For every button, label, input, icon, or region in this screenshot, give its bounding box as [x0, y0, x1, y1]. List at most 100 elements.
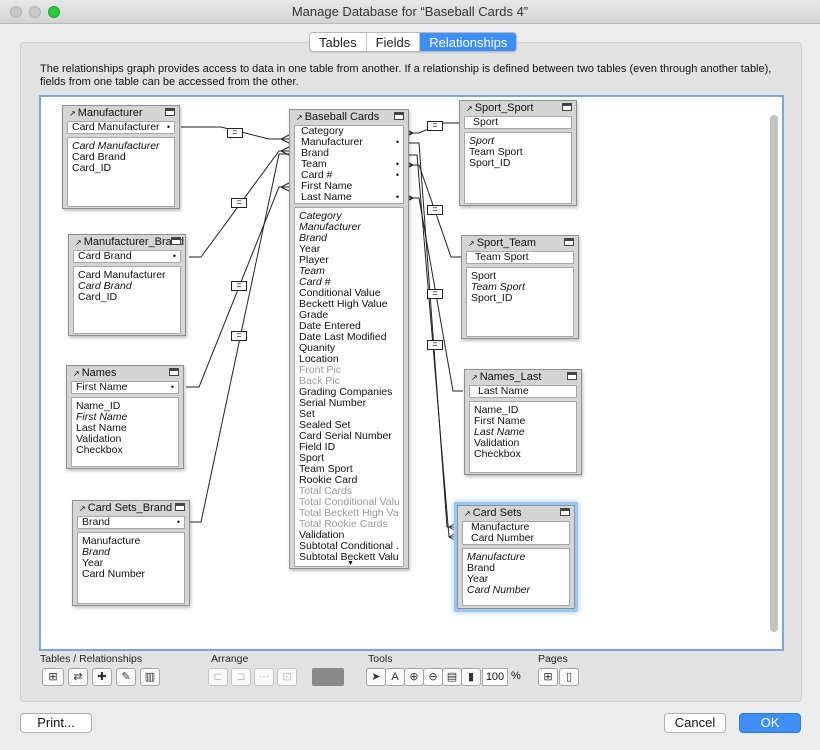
resize-button[interactable]: ⊡: [277, 668, 297, 686]
field[interactable]: Quanity: [299, 343, 336, 354]
field[interactable]: Serial Number: [299, 398, 367, 409]
field[interactable]: Player: [299, 255, 329, 266]
field[interactable]: Sport: [471, 271, 497, 282]
field[interactable]: Date Entered: [299, 321, 361, 332]
equals-operator-icon[interactable]: =: [231, 281, 247, 291]
field[interactable]: Validation: [299, 530, 345, 541]
field[interactable]: Team: [299, 266, 325, 277]
show-fields-button[interactable]: ▤: [442, 668, 462, 686]
table-menu-icon[interactable]: [171, 237, 181, 245]
field[interactable]: Card #: [299, 277, 331, 288]
field[interactable]: Manufacture: [467, 552, 526, 563]
key-field[interactable]: First Name: [301, 181, 399, 192]
key-field[interactable]: Last Name: [478, 386, 572, 397]
align-left-button[interactable]: ⊏: [208, 668, 228, 686]
field[interactable]: Grading Companies: [299, 387, 393, 398]
key-field[interactable]: Last Name: [301, 192, 399, 203]
field[interactable]: Card Manufacturer: [78, 270, 166, 281]
distribute-button[interactable]: ⋯: [254, 668, 274, 686]
equals-operator-icon[interactable]: =: [227, 128, 243, 138]
table-occurrence-card-sets[interactable]: ↗Card Sets Manufacture Card Number Manuf…: [457, 505, 575, 609]
field[interactable]: Subtotal Conditional ...: [299, 541, 399, 552]
table-occurrence-manufacturer-brand[interactable]: ↗Manufacturer_Brand Card Brand Card Manu…: [68, 234, 186, 336]
key-field[interactable]: Sport: [473, 117, 567, 128]
field[interactable]: Card Brand: [78, 281, 132, 292]
key-field[interactable]: First Name: [76, 382, 174, 393]
field[interactable]: Name_ID: [76, 401, 121, 412]
key-field[interactable]: Brand: [301, 148, 399, 159]
field[interactable]: Subtotal Beckett Value: [299, 552, 399, 563]
page-view-button[interactable]: ▯: [559, 668, 579, 686]
key-field[interactable]: Manufacturer: [301, 137, 399, 148]
field[interactable]: Sport: [469, 136, 495, 147]
field[interactable]: First Name: [76, 412, 128, 423]
tab-tables[interactable]: Tables: [310, 33, 367, 51]
field[interactable]: Sport: [299, 453, 325, 464]
key-field[interactable]: Manufacture: [471, 522, 565, 533]
field[interactable]: Field ID: [299, 442, 336, 453]
table-menu-icon[interactable]: [175, 503, 185, 511]
align-center-button[interactable]: ⊐: [231, 668, 251, 686]
field[interactable]: Checkbox: [76, 445, 123, 456]
field[interactable]: Sealed Set: [299, 420, 351, 431]
table-menu-icon[interactable]: [165, 108, 175, 116]
field[interactable]: Year: [299, 244, 321, 255]
duplicate-button[interactable]: ✚: [92, 668, 112, 686]
key-field[interactable]: Brand: [82, 517, 180, 528]
tab-fields[interactable]: Fields: [367, 33, 421, 51]
equals-operator-icon[interactable]: =: [231, 198, 247, 208]
field[interactable]: Front Pic: [299, 365, 342, 376]
field[interactable]: Conditional Value: [299, 288, 381, 299]
field[interactable]: Brand: [467, 563, 496, 574]
close-window-button[interactable]: [10, 6, 22, 18]
field[interactable]: Validation: [474, 438, 520, 449]
add-relationship-button[interactable]: ⇄: [68, 668, 88, 686]
print-button[interactable]: Print...: [20, 713, 92, 733]
table-occurrence-baseball-cards[interactable]: ↗Baseball Cards Category Manufacturer Br…: [289, 109, 409, 569]
field[interactable]: Year: [467, 574, 489, 585]
field[interactable]: Manufacturer: [299, 222, 361, 233]
field[interactable]: First Name: [474, 416, 526, 427]
page-setup-button[interactable]: ⊞: [538, 668, 558, 686]
equals-operator-icon[interactable]: =: [427, 340, 443, 350]
collapse-tables-button[interactable]: ▮: [461, 668, 481, 686]
field[interactable]: Card Serial Number: [299, 431, 392, 442]
field[interactable]: Last Name: [76, 423, 127, 434]
equals-operator-icon[interactable]: =: [427, 121, 443, 131]
table-occurrence-sport-team[interactable]: ↗Sport_Team Team Sport Sport Team Sport …: [461, 235, 579, 339]
color-well[interactable]: [312, 668, 344, 686]
edit-button[interactable]: ✎: [116, 668, 136, 686]
field[interactable]: Location: [299, 354, 339, 365]
table-menu-icon[interactable]: [394, 112, 404, 120]
delete-button[interactable]: ▥: [140, 668, 160, 686]
zoom-level-field[interactable]: 100: [482, 668, 508, 686]
scroll-down-icon[interactable]: ▼: [347, 560, 354, 567]
field[interactable]: Manufacture: [82, 536, 141, 547]
text-tool-button[interactable]: A: [385, 668, 405, 686]
cancel-button[interactable]: Cancel: [664, 713, 726, 733]
key-field[interactable]: Team: [301, 159, 399, 170]
field[interactable]: Name_ID: [474, 405, 519, 416]
table-occurrence-names[interactable]: ↗Names First Name Name_ID First Name Las…: [66, 365, 184, 469]
field[interactable]: Year: [82, 558, 104, 569]
field[interactable]: Beckett High Value: [299, 299, 388, 310]
field[interactable]: Sport_ID: [469, 158, 511, 169]
key-field[interactable]: Card Manufacturer: [72, 122, 170, 133]
zoom-window-button[interactable]: [48, 6, 60, 18]
vertical-scrollbar[interactable]: [770, 115, 778, 632]
table-occurrence-manufacturer[interactable]: ↗Manufacturer Card Manufacturer Card Man…: [62, 105, 180, 209]
field[interactable]: Set: [299, 409, 315, 420]
field[interactable]: Total Rookie Cards: [299, 519, 388, 530]
equals-operator-icon[interactable]: =: [427, 289, 443, 299]
zoom-out-button[interactable]: ⊖: [423, 668, 443, 686]
field[interactable]: Team Sport: [469, 147, 523, 158]
table-menu-icon[interactable]: [562, 103, 572, 111]
key-field[interactable]: Team Sport: [475, 252, 569, 263]
field-list[interactable]: Category Manufacturer Brand Year Player …: [294, 207, 404, 567]
field[interactable]: Team Sport: [471, 282, 525, 293]
add-table-button[interactable]: ⊞: [42, 668, 64, 686]
field[interactable]: Brand: [82, 547, 111, 558]
minimize-window-button[interactable]: [29, 6, 41, 18]
field[interactable]: Team Sport: [299, 464, 353, 475]
field[interactable]: Total Beckett High Va...: [299, 508, 399, 519]
